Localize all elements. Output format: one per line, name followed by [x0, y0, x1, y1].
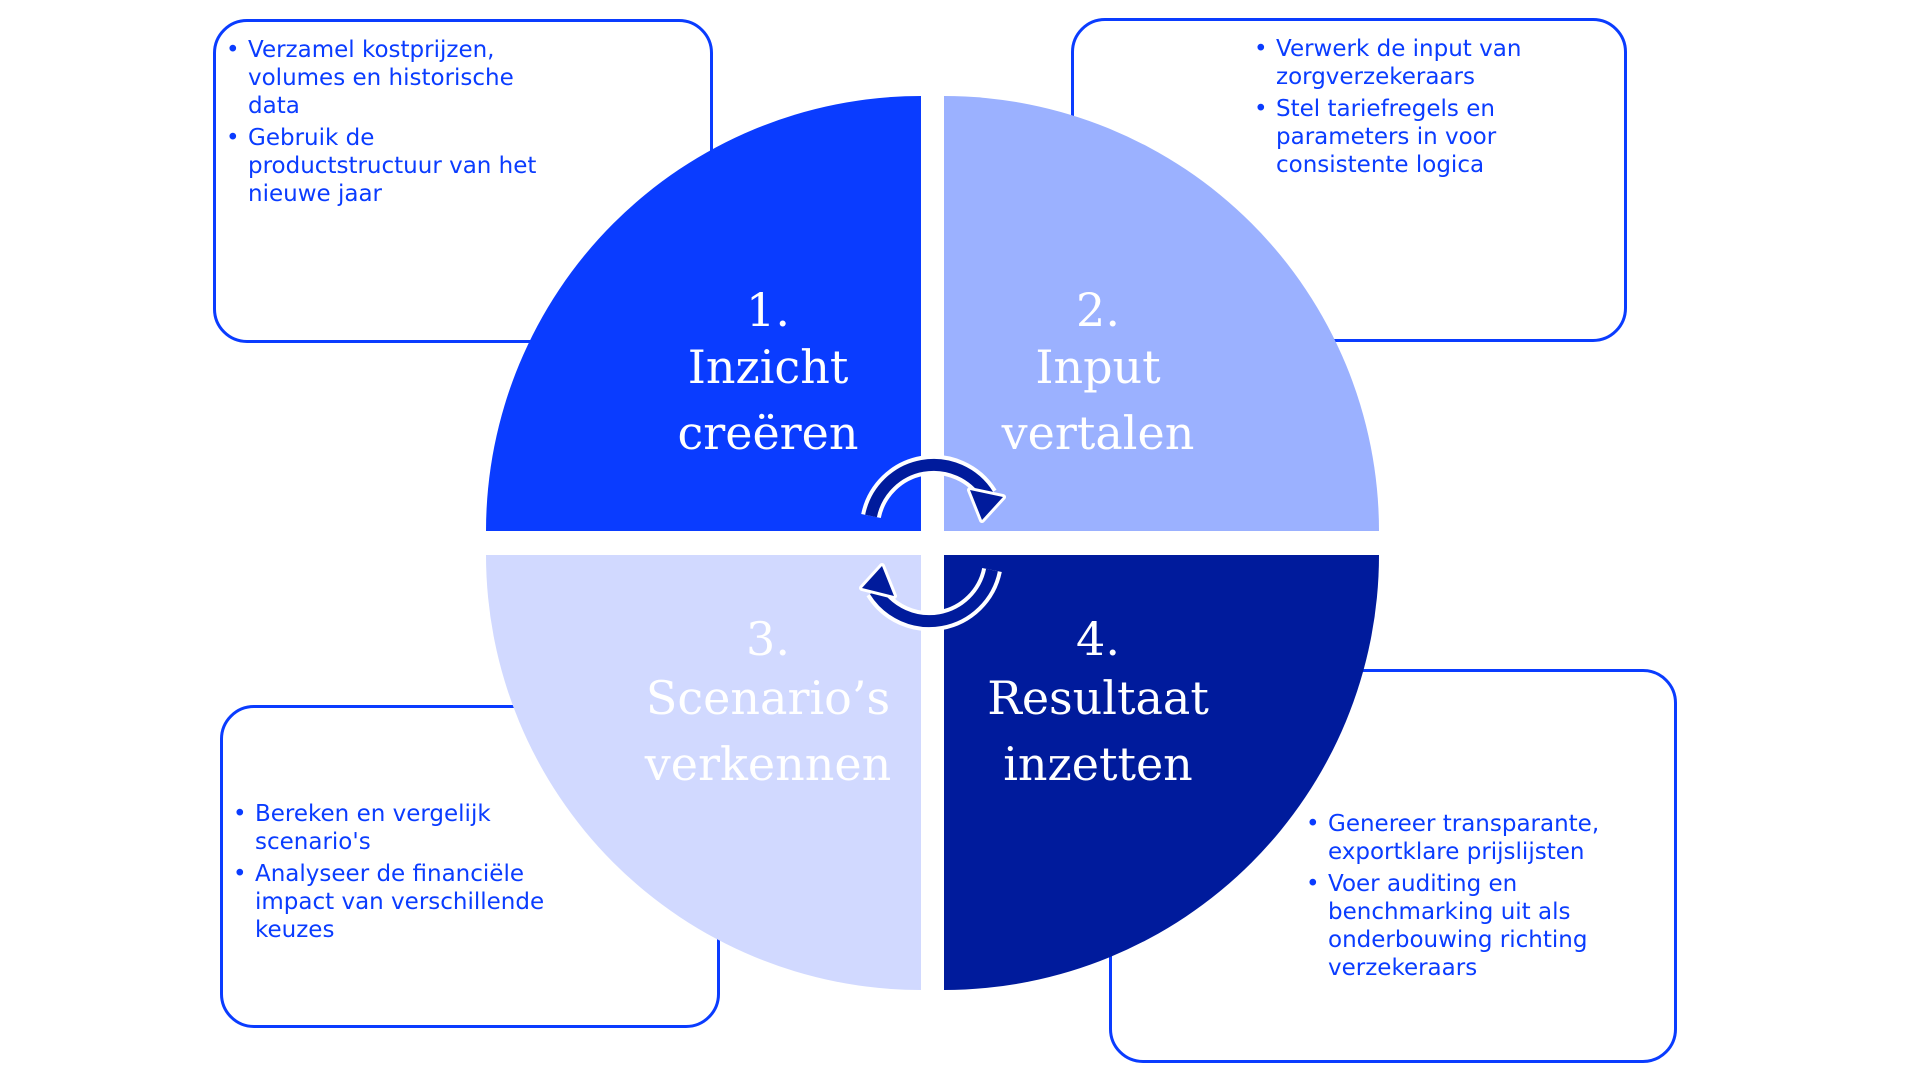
quadrant-4-title-line-2: inzetten	[1003, 737, 1193, 791]
step-box-4-bullet-2: Voer auditing en benchmarking uit als on…	[1296, 870, 1636, 982]
step-box-4-list: Genereer transparante, exportklare prijs…	[1296, 810, 1636, 986]
quadrant-3-title-line-2: verkennen	[644, 737, 891, 791]
cycle-arrows-icon	[859, 454, 1006, 632]
step-box-1: Verzamel kostprijzen, volumes en histori…	[213, 19, 713, 343]
quadrant-4-title-line-1: Resultaat	[987, 671, 1209, 725]
step-box-3-list: Bereken en vergelijk scenario's Analysee…	[223, 800, 563, 948]
quadrant-1-title-line-1: Inzicht	[688, 340, 849, 394]
step-box-1-bullet-2: Gebruik de productstructuur van het nieu…	[216, 124, 556, 208]
quadrant-3	[486, 555, 921, 990]
step-box-3-bullet-2: Analyseer de financiële impact van versc…	[223, 860, 563, 944]
quadrant-2	[944, 96, 1379, 531]
cycle-arrow-top	[861, 454, 1006, 523]
quadrant-1-number: 1.	[746, 283, 790, 337]
quadrant-4-number: 4.	[1076, 612, 1120, 666]
step-box-1-list: Verzamel kostprijzen, volumes en histori…	[216, 36, 556, 212]
step-box-1-bullet-1: Verzamel kostprijzen, volumes en histori…	[216, 36, 556, 120]
step-box-2-bullet-1: Verwerk de input van zorgverzekeraars	[1244, 35, 1544, 91]
step-box-3-bullet-1: Bereken en vergelijk scenario's	[223, 800, 563, 856]
quadrant-4	[944, 555, 1379, 990]
step-box-2-bullet-2: Stel tariefregels en parameters in voor …	[1244, 95, 1544, 179]
quadrant-3-title-line-1: Scenario’s	[646, 671, 890, 725]
cycle-arrow-bottom	[859, 563, 1002, 632]
quadrant-3-number: 3.	[746, 612, 790, 666]
quadrant-2-number: 2.	[1076, 283, 1120, 337]
quadrant-2-title-line-1: Input	[1035, 340, 1161, 394]
step-box-4-bullet-1: Genereer transparante, exportklare prijs…	[1296, 810, 1636, 866]
quadrant-1-title-line-2: creëren	[677, 406, 858, 460]
step-box-2-list: Verwerk de input van zorgverzekeraars St…	[1244, 35, 1544, 183]
quadrant-1	[486, 96, 921, 531]
quadrant-2-title-line-2: vertalen	[1001, 406, 1195, 460]
